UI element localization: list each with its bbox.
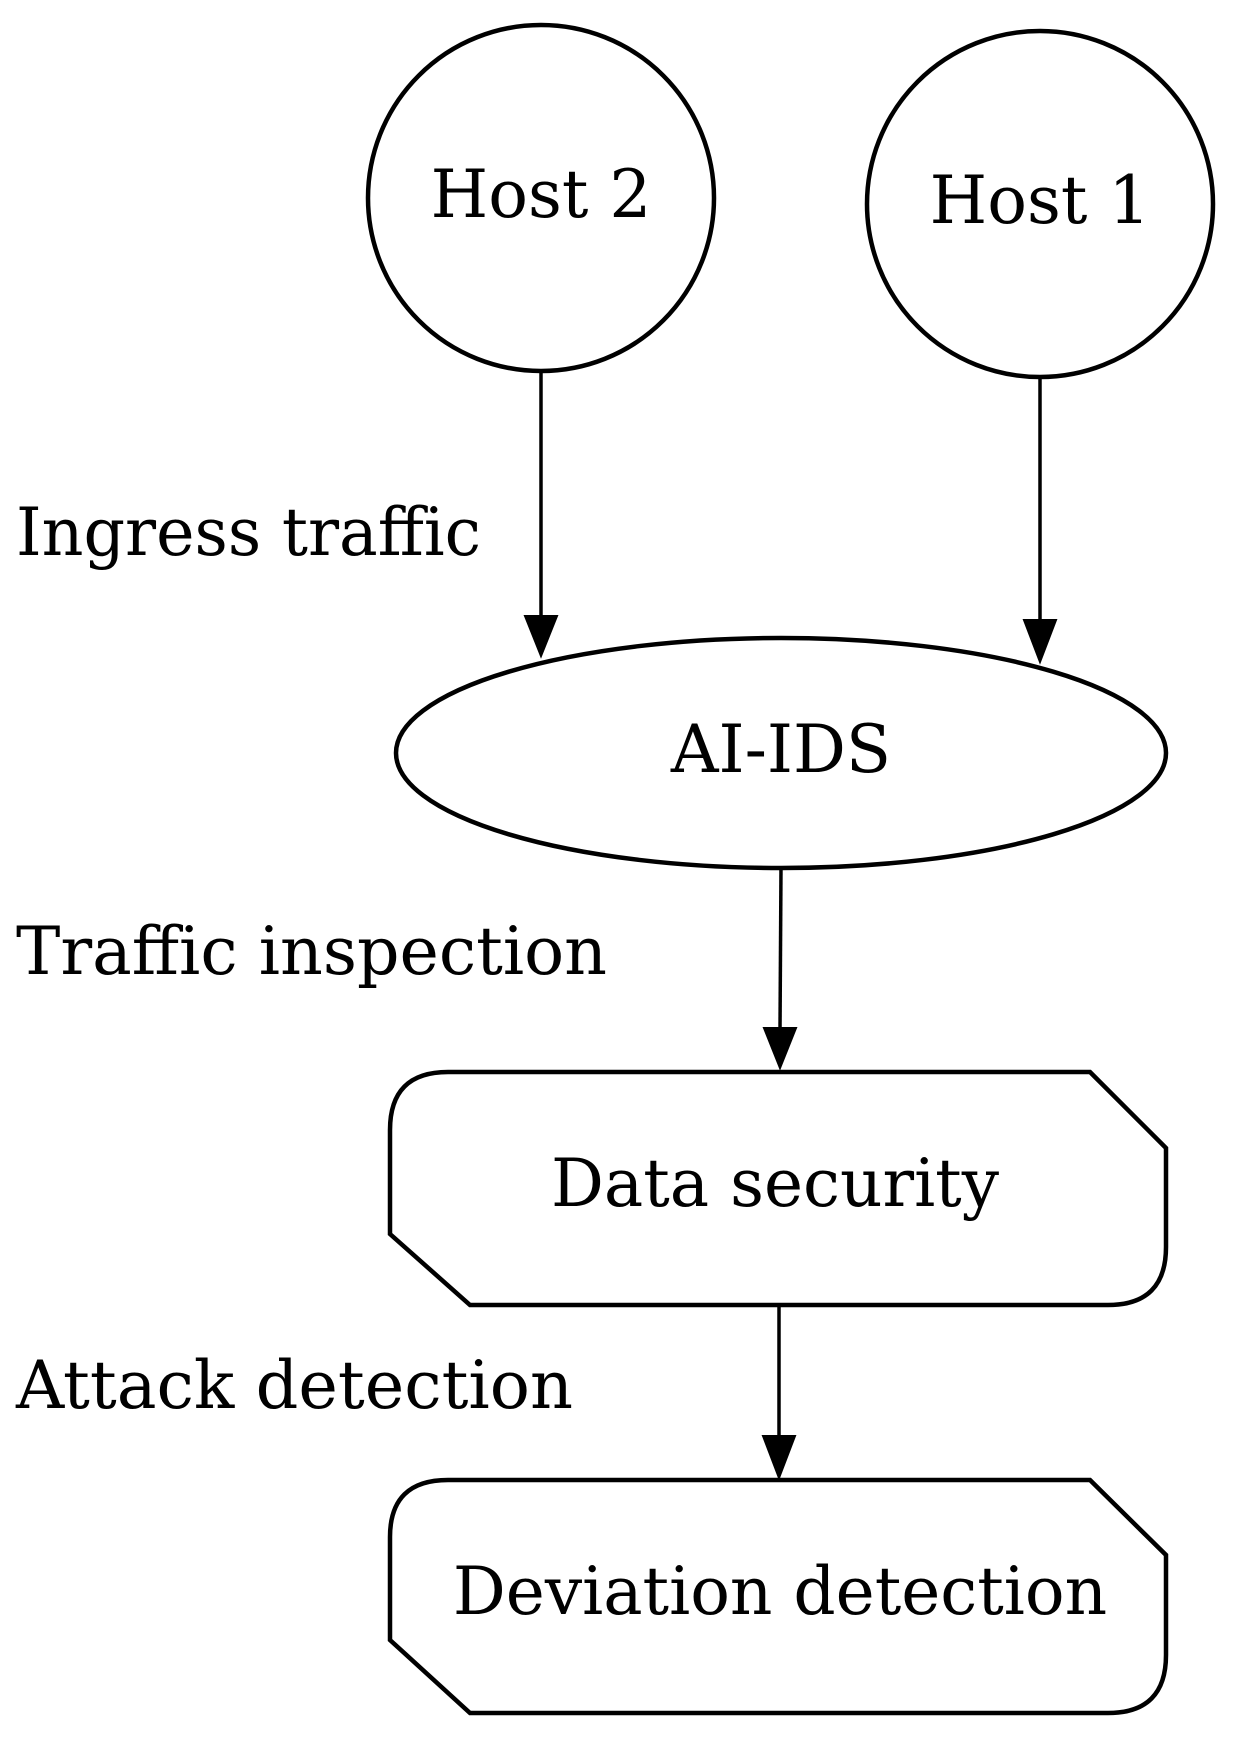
host-1-label: Host 1: [930, 162, 1151, 239]
deviation-detection-shape: [387, 1477, 1169, 1716]
node-ai-ids: AI-IDS: [393, 635, 1169, 871]
edge-label-traffic-inspection: Traffic inspection: [16, 913, 607, 990]
node-deviation-detection: Deviation detection: [387, 1477, 1169, 1716]
node-host-2: Host 2: [365, 22, 717, 374]
ai-ids-label: AI-IDS: [670, 711, 891, 788]
edge-label-ingress-traffic: Ingress traffic: [16, 494, 481, 571]
node-data-security: Data security: [387, 1069, 1169, 1308]
edge-ai-ids-to-data-security: [778, 867, 783, 1031]
host-2-circle: [365, 22, 717, 374]
arrowhead-host2-to-ai-ids: [523, 615, 559, 659]
node-host-1: Host 1: [864, 28, 1216, 380]
data-security-shape: [387, 1069, 1169, 1308]
deviation-detection-label: Deviation detection: [453, 1553, 1107, 1630]
host-1-circle: [864, 28, 1216, 380]
arrowhead-host1-to-ai-ids: [1022, 619, 1058, 665]
arrowhead-data-security-to-deviation-detection: [761, 1435, 797, 1481]
ai-ids-ellipse: [393, 635, 1169, 871]
data-security-label: Data security: [551, 1145, 1000, 1222]
edge-label-attack-detection: Attack detection: [15, 1347, 573, 1424]
arrowhead-ai-ids-to-data-security: [762, 1027, 798, 1071]
host-2-label: Host 2: [431, 156, 652, 233]
